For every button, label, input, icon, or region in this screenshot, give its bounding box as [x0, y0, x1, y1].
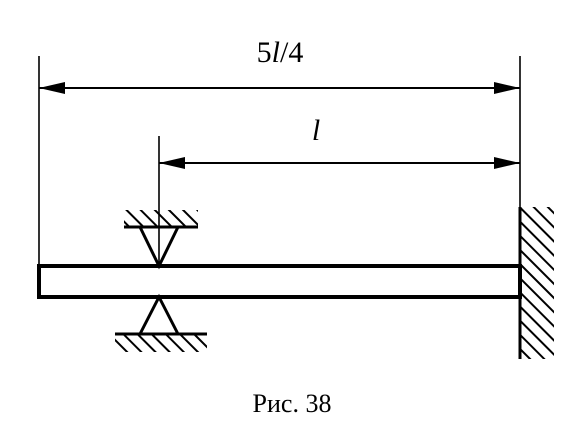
lower-support [115, 293, 207, 352]
total-dimension-label: 5l/4 [257, 36, 304, 69]
arrowhead-left [159, 157, 185, 169]
figure-caption: Рис. 38 [253, 389, 332, 418]
arrowhead-right [494, 157, 520, 169]
arrowhead-right [494, 82, 520, 94]
fixed-wall [518, 207, 554, 359]
span-dimension-label: l [312, 114, 320, 147]
arrowhead-left [39, 82, 65, 94]
upper-support [124, 210, 198, 270]
span-dimension: l [159, 114, 520, 169]
beam [37, 264, 522, 299]
total-dimension: 5l/4 [39, 36, 520, 94]
